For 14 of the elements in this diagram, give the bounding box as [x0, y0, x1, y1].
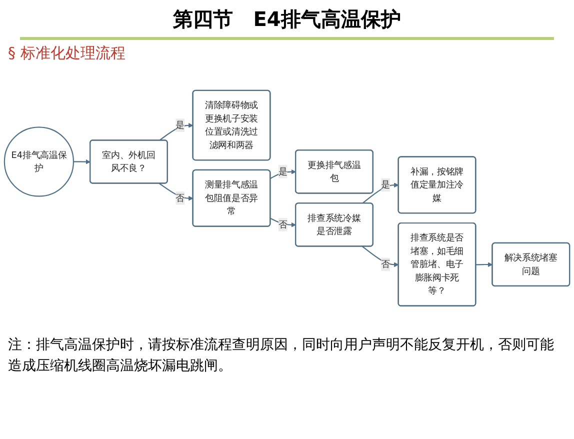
arrow	[270, 169, 296, 179]
arrow	[159, 122, 194, 141]
node-circle: E4排气高温保护	[4, 126, 74, 197]
section-heading: § 标准化处理流程	[8, 44, 126, 63]
edge-label: 是	[381, 179, 390, 190]
title: 第四节 E4排气高温保护	[20, 0, 554, 40]
edge-label: 否	[278, 218, 288, 230]
arrow	[476, 262, 493, 267]
edge-label: 否	[176, 192, 185, 203]
edge-label: 否	[381, 258, 390, 270]
edge-label: 是	[278, 166, 288, 176]
note: 注：排气高温保护时，请按标准流程查明原因，同时向用户声明不能反复开机，否则可能造成压缩机线圈高温烧坏漏电跳闸。	[8, 336, 555, 376]
edge-label: 是	[176, 120, 185, 130]
arrow	[74, 159, 91, 164]
